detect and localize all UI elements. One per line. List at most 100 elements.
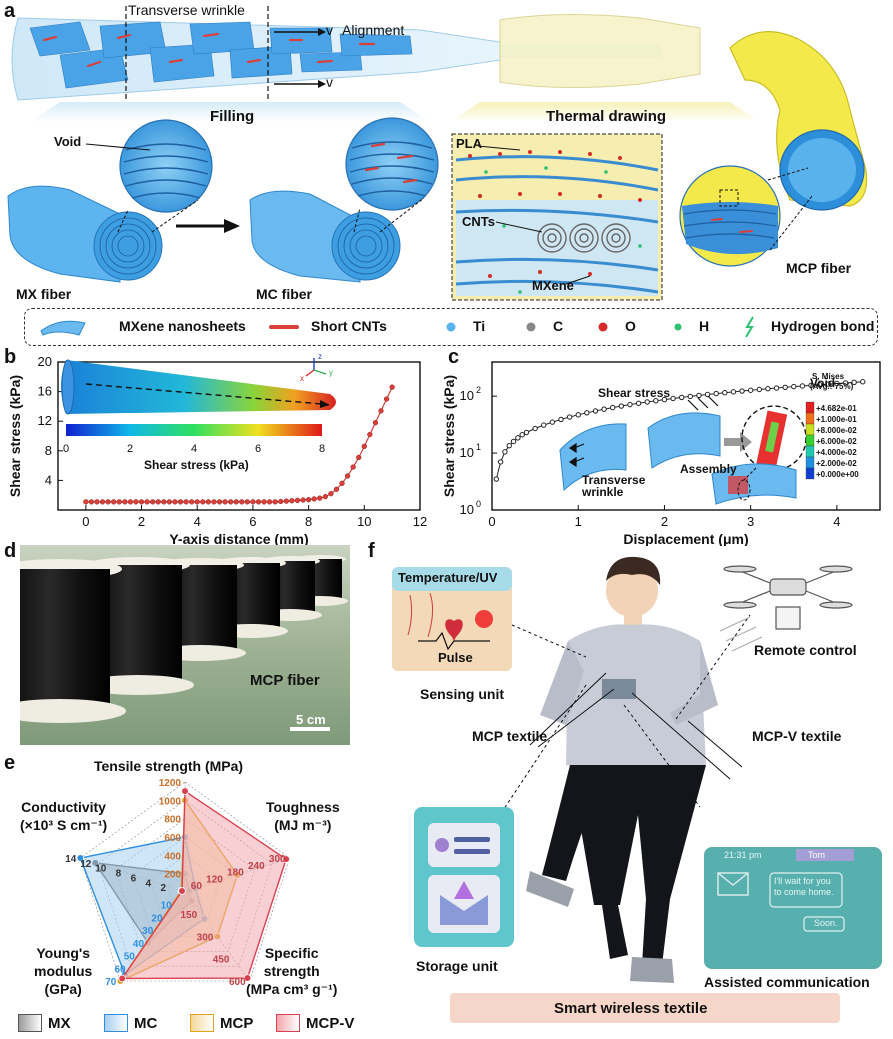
radar-tick-label: 1200 xyxy=(159,778,182,789)
chart-b-point xyxy=(361,443,367,450)
chart-c-point xyxy=(502,449,508,455)
radar-point-mcp-v xyxy=(282,855,290,863)
chart-c-point xyxy=(541,422,547,428)
chart-b-point xyxy=(356,454,362,461)
chart-c-point xyxy=(696,392,702,399)
label-filling: Filling xyxy=(210,108,255,125)
o-atom-icon xyxy=(598,322,608,332)
chart-c-point xyxy=(558,416,564,423)
chart-b-point xyxy=(383,396,390,402)
radar-tick-label: 60 xyxy=(191,881,203,892)
radar-point-mcp-v xyxy=(181,787,189,795)
chart-b-xtick-label: 10 xyxy=(357,514,371,529)
chart-b-point xyxy=(305,496,312,503)
chart-c-point xyxy=(506,442,512,449)
mises-value: +4.682e-01 xyxy=(816,404,857,413)
radar-tick-label: 2 xyxy=(160,883,166,894)
chart-c-point xyxy=(834,380,840,387)
radar-tick-label: 10 xyxy=(161,901,173,912)
radar-series-mcp-v xyxy=(120,789,287,980)
chart-b-point xyxy=(227,499,234,505)
chart-c-point xyxy=(644,399,650,405)
chart-c-point xyxy=(618,403,625,409)
radar-point-mcp-v xyxy=(118,974,126,983)
radar-tick-label: 180 xyxy=(227,868,244,879)
radar-legend-item: MCP-V xyxy=(276,1014,354,1032)
radar-tick-label: 8 xyxy=(116,869,122,880)
chart-b-point xyxy=(289,498,295,504)
radar-tick-label: 600 xyxy=(229,977,246,988)
phone-message: I'll wait for you to come home. xyxy=(774,876,834,897)
mises-value: +6.000e-02 xyxy=(816,437,857,446)
radar-legend-label: MX xyxy=(48,1014,71,1032)
legend-hydrogen-bond: Hydrogen bond xyxy=(771,318,875,334)
chart-c-point xyxy=(860,379,866,385)
chart-b-frame xyxy=(57,361,421,511)
chart-b-point xyxy=(122,499,128,505)
chart-b-point xyxy=(244,499,251,505)
chart-b-point xyxy=(328,491,334,497)
chart-c-xtick-label: 4 xyxy=(833,514,840,529)
chart-c-point xyxy=(549,419,556,425)
radar-legend-label: MCP xyxy=(220,1014,254,1032)
c-atom-icon xyxy=(526,322,536,332)
chart-c-xtick-label: 0 xyxy=(488,514,495,529)
label-c-void: Void xyxy=(810,376,836,390)
chart-c-point xyxy=(510,438,517,445)
radar-legend-item: MCP xyxy=(190,1014,253,1032)
chart-b-ytick-label: 16 xyxy=(38,384,52,399)
chart-b-ytick-label: 4 xyxy=(45,472,52,487)
legend-h: H xyxy=(699,318,710,334)
label-v-top: v xyxy=(326,22,333,38)
chart-c-ytick-label: 10 xyxy=(460,388,474,403)
label-f-remote-control: Remote control xyxy=(754,642,857,658)
chart-b-point xyxy=(138,499,145,505)
chart-c-point xyxy=(678,394,685,401)
chart-c-ytick-label: 10 xyxy=(460,502,474,517)
mises-value: +8.000e-02 xyxy=(816,426,857,435)
chart-b-point xyxy=(150,499,156,505)
colorbar-tick-label: 8 xyxy=(319,443,325,455)
short-cnt-icon xyxy=(269,325,299,329)
chart-c-ytick-label: 10 xyxy=(460,445,474,460)
chart-e-radar: 2004006008001000120060120180240300150300… xyxy=(65,778,290,988)
chart-c-point xyxy=(627,401,633,408)
photo-mcp-fiber-spools xyxy=(20,545,350,745)
chart-b-point xyxy=(322,494,328,500)
chart-b-point xyxy=(211,499,217,505)
label-f-storage-unit: Storage unit xyxy=(416,958,498,974)
chart-b-point xyxy=(155,499,161,505)
chart-b-point xyxy=(222,499,228,505)
label-mc-fiber: MC fiber xyxy=(256,286,312,302)
chart-b-point xyxy=(133,499,139,505)
chart-b-point xyxy=(161,499,167,505)
chart-c-frame xyxy=(491,361,881,511)
label-cnts: CNTs xyxy=(462,214,495,229)
chart-c-point xyxy=(756,386,762,393)
chart-c-point xyxy=(842,380,849,386)
mises-swatch xyxy=(805,434,815,447)
chart-b-xtick-label: 6 xyxy=(249,514,256,529)
radar-tick-label: 4 xyxy=(146,878,152,889)
mises-value: +0.000e+00 xyxy=(816,470,859,479)
chart-c-point xyxy=(601,406,607,412)
chart-c-point xyxy=(816,381,823,388)
chart-c-point xyxy=(713,390,719,397)
colorbar-tick-label: 0 xyxy=(63,443,69,455)
chart-c-ylabel: Shear stress (kPa) xyxy=(441,375,457,497)
radar-axis-label-conductivity: Conductivity (×10³ S cm⁻¹) xyxy=(20,799,108,833)
chart-b-ytick-label: 12 xyxy=(38,413,52,428)
radar-axis-label-youngs: Young's modulus (GPa) xyxy=(34,945,93,997)
radar-legend-label: MC xyxy=(134,1014,158,1032)
radar-tick-label: 300 xyxy=(197,932,214,943)
panel-label-a: a xyxy=(4,0,16,22)
chart-c-point xyxy=(825,381,831,387)
chart-c-point xyxy=(532,425,538,432)
radar-axis-label-tensile: Tensile strength (MPa) xyxy=(94,758,244,774)
radar-tick-label: 40 xyxy=(133,939,145,950)
label-f-smart-wireless-textile: Smart wireless textile xyxy=(554,1000,708,1017)
radar-tick-label: 800 xyxy=(164,815,181,826)
radar-legend-label: MCP-V xyxy=(306,1014,355,1032)
chart-c-point xyxy=(799,383,806,389)
